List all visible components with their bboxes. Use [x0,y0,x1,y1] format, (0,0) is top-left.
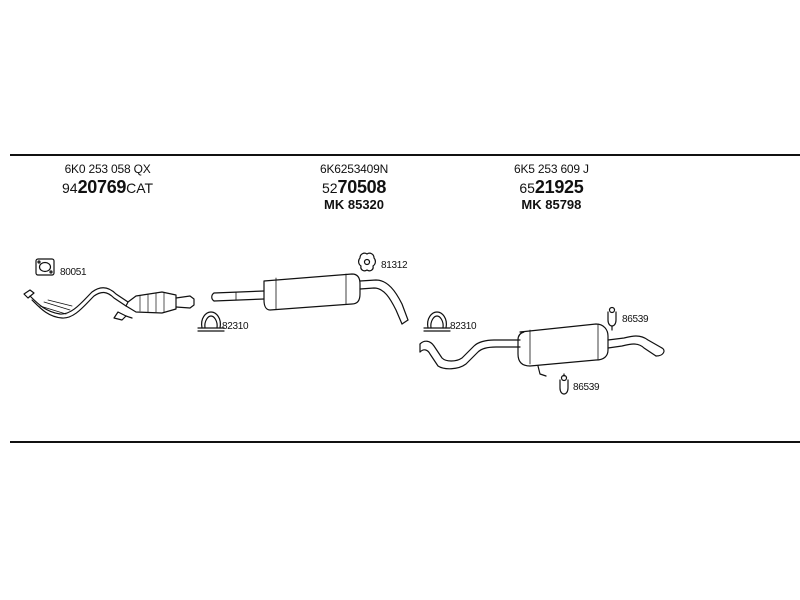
part-number-prefix: 52 [321,180,338,196]
hanger-icon [559,373,569,395]
oe-number: 6K5 253 609 J [514,162,589,176]
part-number-prefix: 65 [519,180,535,196]
part-number-main: 70508 [337,177,387,197]
callout-gasket: 80051 [60,267,87,278]
callout-rubber-mount: 81312 [381,260,408,271]
callout-hanger-upper: 86539 [622,314,649,325]
callout-clamp-rear: 82310 [450,321,477,332]
hanger-icon [607,306,617,331]
gasket-icon [35,258,55,276]
clamp-icon [423,311,451,332]
part-number-main: 20769 [77,177,127,197]
part-number: 6521925 [514,178,589,196]
part-number-suffix: CAT [126,180,154,196]
part-group-catalytic-converter: 6K0 253 058 QX 9420769CAT [62,163,153,196]
part-number: 5270508 [320,178,388,196]
front-silencer-icon [211,273,409,325]
part-number-prefix: 94 [62,180,78,196]
rear-silencer-icon [419,323,665,377]
top-rule [10,154,800,156]
callout-clamp-front: 82310 [222,321,249,332]
oe-number: 6K0 253 058 QX [64,162,151,176]
part-number: 9420769CAT [62,178,153,196]
part-number-main: 21925 [534,177,584,197]
part-group-rear-silencer: 6K5 253 609 J 6521925 MK 85798 [514,163,589,211]
clamp-icon [197,311,225,332]
mounting-kit-number: MK 85798 [521,197,582,212]
bottom-rule [10,441,800,443]
oe-number: 6K6253409N [320,162,389,176]
mounting-kit-number: MK 85320 [324,197,385,212]
catalytic-converter-icon [23,287,195,321]
rubber-mount-icon [358,252,376,272]
part-group-front-silencer: 6K6253409N 5270508 MK 85320 [320,163,388,211]
callout-hanger-lower: 86539 [573,382,600,393]
